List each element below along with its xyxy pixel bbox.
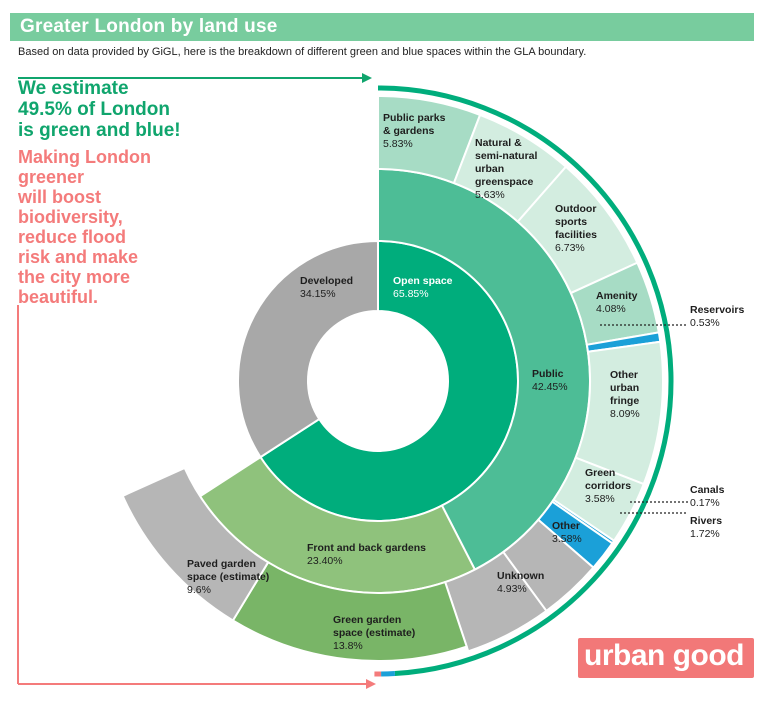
segment-name: Canals bbox=[690, 484, 725, 496]
segment-name: Outdoor bbox=[555, 203, 596, 215]
segment-name: fringe bbox=[610, 395, 639, 407]
segment-value: 5.63% bbox=[475, 189, 505, 201]
message-line: Making London bbox=[18, 147, 151, 167]
segment-name: Reservoirs bbox=[690, 304, 744, 316]
segment-name: Open space bbox=[393, 275, 453, 287]
logo-text: urban good bbox=[584, 639, 744, 672]
segment-name: Amenity bbox=[596, 290, 638, 302]
chart-arcs bbox=[121, 94, 664, 662]
segment-name: space (estimate) bbox=[333, 627, 415, 639]
estimate-line: We estimate bbox=[18, 78, 129, 99]
segment-value: 6.73% bbox=[555, 242, 585, 254]
sunburst-arc-paved-garden-space-estimate bbox=[121, 466, 270, 622]
segment-name: Other bbox=[610, 369, 638, 381]
segment-name: Unknown bbox=[497, 570, 544, 582]
segment-value: 8.09% bbox=[610, 408, 640, 420]
segment-name: Other bbox=[552, 520, 580, 532]
title-bar: Greater London by land use bbox=[10, 13, 754, 41]
segment-name: urban bbox=[610, 382, 639, 394]
segment-value: 3.58% bbox=[585, 493, 615, 505]
message-line: greener bbox=[18, 167, 85, 187]
segment-name: Rivers bbox=[690, 515, 722, 527]
segment-name: Public parks bbox=[383, 112, 446, 124]
segment-name: facilities bbox=[555, 229, 597, 241]
segment-name: corridors bbox=[585, 480, 631, 492]
sunburst-arc-developed bbox=[237, 239, 379, 459]
green-arrow-head bbox=[362, 73, 372, 83]
segment-name: sports bbox=[555, 216, 587, 228]
segment-value: 3.58% bbox=[552, 533, 582, 545]
segment-name: Developed bbox=[300, 275, 353, 287]
segment-name: greenspace bbox=[475, 176, 534, 188]
segment-name: Front and back gardens bbox=[307, 542, 426, 554]
segment-value: 5.83% bbox=[383, 138, 413, 150]
message-line: the city more bbox=[18, 267, 131, 287]
segment-value: 23.40% bbox=[307, 555, 343, 567]
segment-name: semi-natural bbox=[475, 150, 538, 162]
segment-value: 34.15% bbox=[300, 288, 336, 300]
segment-value: 42.45% bbox=[532, 381, 568, 393]
estimate-line: 49.5% of London bbox=[18, 99, 170, 120]
segment-name: Public bbox=[532, 368, 564, 380]
segment-value: 0.17% bbox=[690, 497, 720, 509]
subtitle: Based on data provided by GiGL, here is … bbox=[18, 46, 587, 58]
segment-value: 0.53% bbox=[690, 317, 720, 329]
message-line: beautiful. bbox=[18, 287, 98, 307]
segment-value: 65.85% bbox=[393, 288, 429, 300]
message-line: will boost bbox=[18, 187, 101, 207]
estimate-text: We estimate 49.5% of London is green and… bbox=[18, 78, 181, 141]
red-arrow-head bbox=[366, 679, 376, 689]
message-line: risk and make bbox=[18, 247, 139, 267]
segment-name: Paved garden bbox=[187, 558, 256, 570]
message-text: Making London greener will boost biodive… bbox=[18, 147, 151, 307]
message-line: biodiversity, bbox=[18, 207, 123, 227]
estimate-line: is green and blue! bbox=[18, 120, 181, 141]
green-blue-share-ring bbox=[377, 85, 674, 677]
segment-value: 1.72% bbox=[690, 528, 720, 540]
segment-value: 9.6% bbox=[187, 584, 211, 596]
segment-value: 13.8% bbox=[333, 640, 363, 652]
urban-good-logo: urban good bbox=[578, 638, 754, 678]
segment-name: Natural & bbox=[475, 137, 522, 149]
segment-name: Green garden bbox=[333, 614, 401, 626]
page-title: Greater London by land use bbox=[20, 16, 278, 37]
segment-value: 4.08% bbox=[596, 303, 626, 315]
segment-name: & gardens bbox=[383, 125, 435, 137]
segment-name: urban bbox=[475, 163, 504, 175]
segment-name: Green bbox=[585, 467, 615, 479]
chart-decorations bbox=[17, 73, 688, 689]
segment-name: space (estimate) bbox=[187, 571, 269, 583]
segment-value: 4.93% bbox=[497, 583, 527, 595]
message-line: reduce flood bbox=[18, 227, 127, 247]
